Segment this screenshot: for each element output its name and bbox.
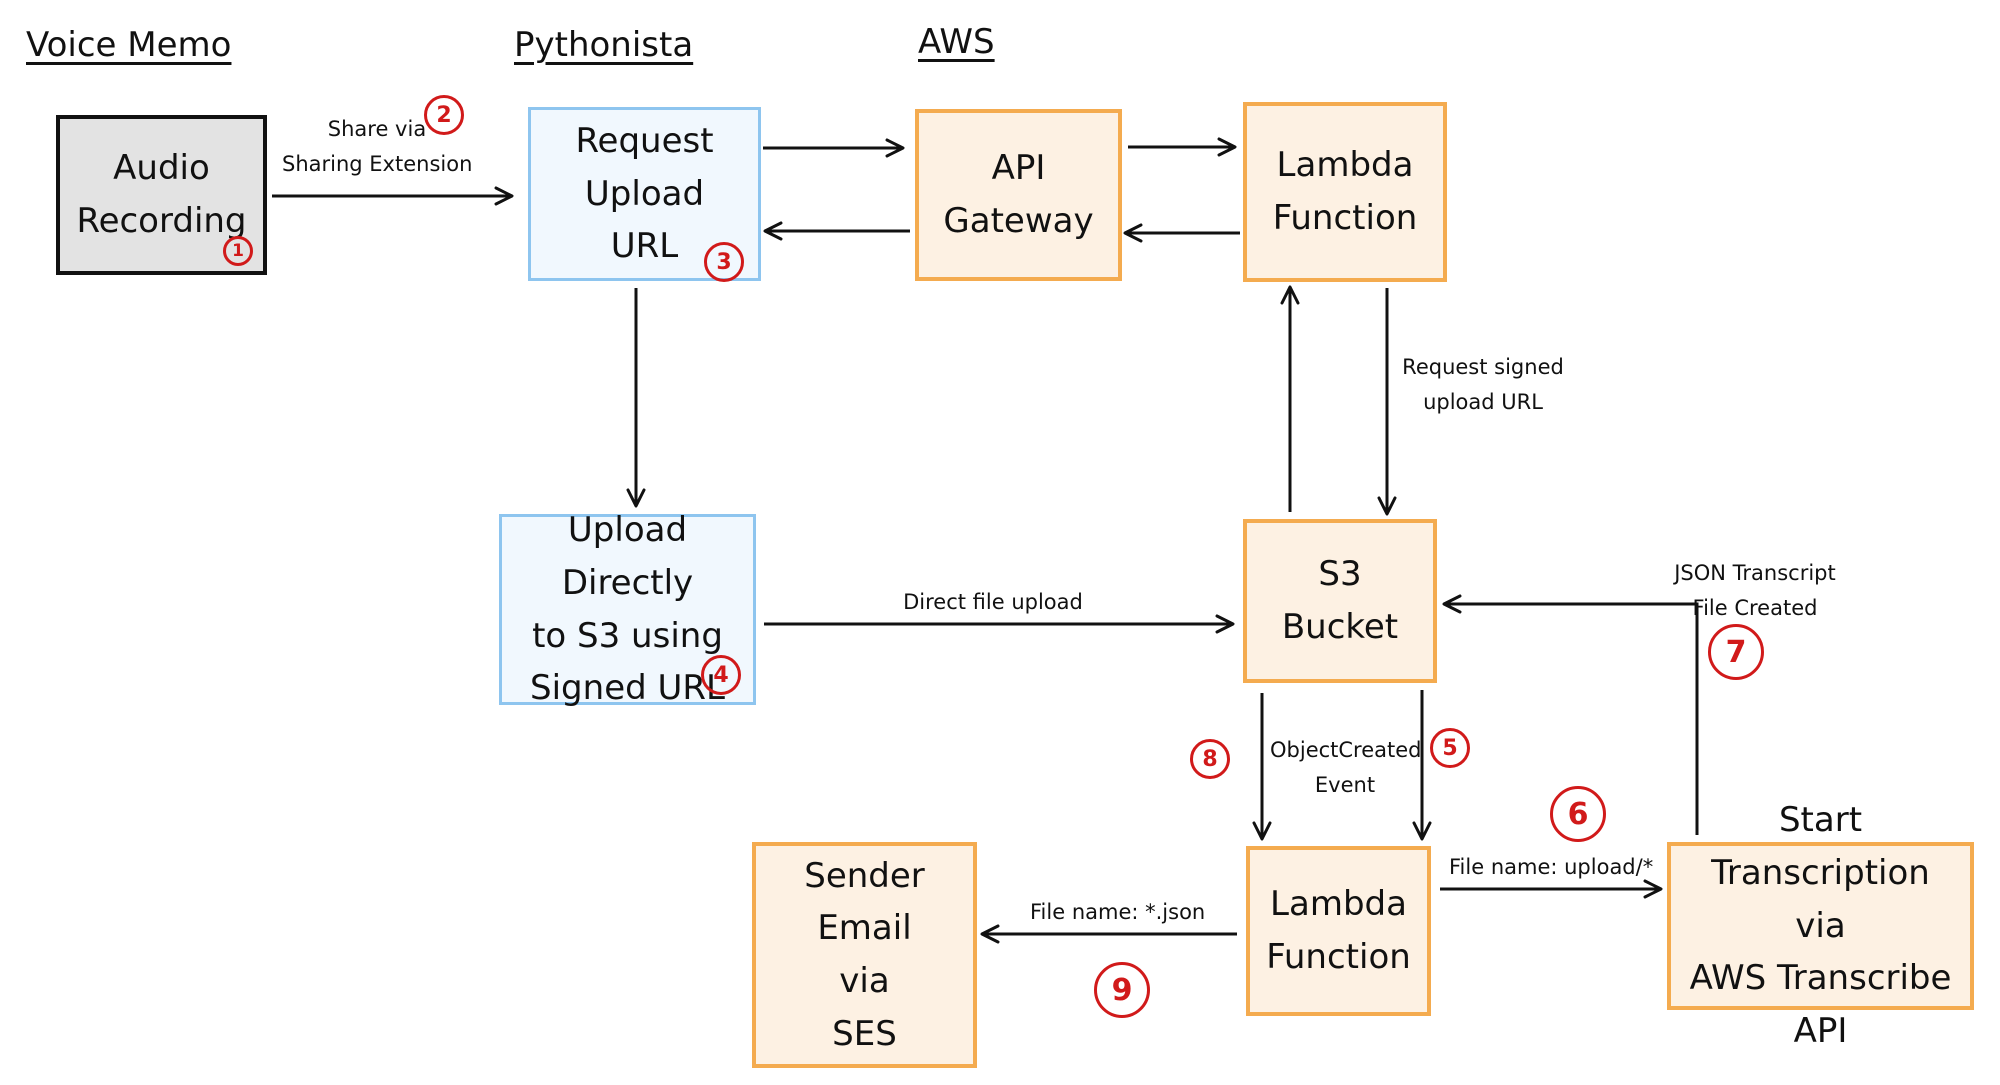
label-object-created-event: ObjectCreated Event xyxy=(1270,733,1422,802)
label-line: Sharing Extension xyxy=(282,151,473,176)
s3-bucket-box: S3 Bucket xyxy=(1243,519,1437,683)
node-text-line: SES xyxy=(832,1013,897,1054)
node-text-line: Audio xyxy=(113,148,210,189)
header-voice-memo: Voice Memo xyxy=(26,25,232,65)
label-request-signed-url: Request signed upload URL xyxy=(1398,350,1568,419)
api-gateway-box: API Gateway xyxy=(915,109,1122,281)
step-8-marker: 8 xyxy=(1190,739,1230,779)
header-pythonista: Pythonista xyxy=(514,25,694,65)
node-text-line: to S3 using xyxy=(532,615,723,656)
arrow-transcribe-to-s3 xyxy=(1442,594,1699,835)
step-9-marker: 9 xyxy=(1094,962,1150,1018)
label-direct-file-upload: Direct file upload xyxy=(903,590,1083,614)
step-6-marker: 6 xyxy=(1550,786,1606,842)
node-text-line: AWS Transcribe API xyxy=(1689,958,1952,1052)
label-file-name-upload: File name: upload/* xyxy=(1449,855,1654,879)
label-line: upload URL xyxy=(1423,389,1543,414)
label-line: Event xyxy=(1314,772,1376,797)
node-text-line: Lambda xyxy=(1276,145,1414,186)
node-text-line: Gateway xyxy=(943,201,1094,241)
node-text-line: Function xyxy=(1272,198,1418,238)
node-text-line: Function xyxy=(1266,937,1411,977)
label-line: ObjectCreated xyxy=(1270,738,1422,762)
node-text-line: Signed URL xyxy=(530,668,725,709)
step-1-marker: 1 xyxy=(223,236,253,266)
node-text-line: via xyxy=(1795,905,1846,946)
label-json-transcript: JSON Transcript File Created xyxy=(1660,556,1850,625)
label-line: Request signed xyxy=(1402,355,1564,379)
node-text-line: Recording xyxy=(76,201,247,241)
step-4-marker: 4 xyxy=(701,655,741,695)
node-text-line: via xyxy=(839,961,890,1001)
start-transcription-box: Start Transcription via AWS Transcribe A… xyxy=(1667,800,1974,1051)
label-share-via: Share via Sharing Extension xyxy=(282,112,472,181)
step-3-marker: 3 xyxy=(704,242,744,282)
lambda-function-top-box: Lambda Function xyxy=(1243,102,1447,282)
header-aws: AWS xyxy=(918,22,995,62)
sender-email-box: Sender Email via SES xyxy=(752,842,977,1068)
node-text-line: Bucket xyxy=(1281,607,1399,647)
node-text-line: S3 xyxy=(1318,554,1362,595)
node-text-line: Sender Email xyxy=(804,855,925,949)
node-text-line: Lambda xyxy=(1270,884,1407,925)
label-file-name-json: File name: *.json xyxy=(1030,900,1206,924)
node-text-line: API xyxy=(991,148,1046,189)
node-text-line: Request Upload xyxy=(575,120,714,214)
node-text-line: Upload Directly xyxy=(561,510,694,603)
step-5-marker: 5 xyxy=(1430,728,1470,768)
label-line: Share via xyxy=(327,117,427,141)
label-line: File Created xyxy=(1692,595,1818,620)
upload-directly-box: Upload Directly to S3 using Signed URL xyxy=(499,510,756,708)
step-2-marker: 2 xyxy=(424,95,464,135)
lambda-function-bottom-box: Lambda Function xyxy=(1246,846,1431,1016)
label-line: JSON Transcript xyxy=(1674,561,1836,585)
node-text-line: Start Transcription xyxy=(1711,800,1930,893)
audio-recording-box: Audio Recording xyxy=(56,115,267,275)
node-text-line: URL xyxy=(610,226,679,267)
step-7-marker: 7 xyxy=(1708,624,1764,680)
